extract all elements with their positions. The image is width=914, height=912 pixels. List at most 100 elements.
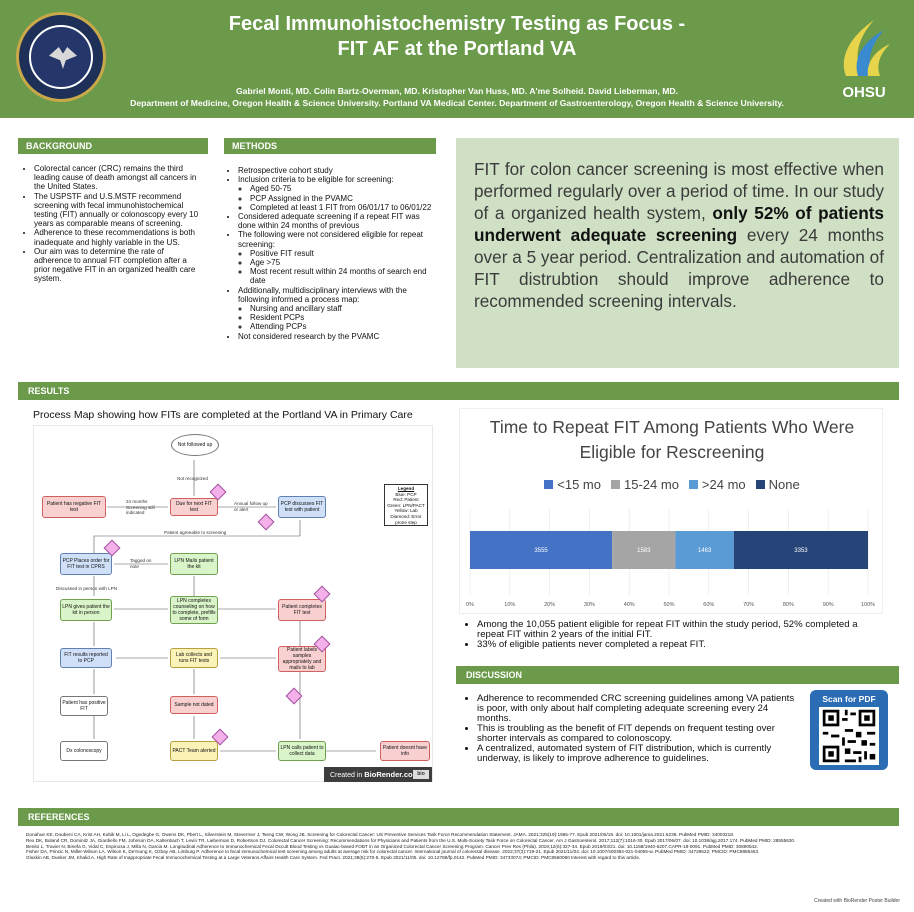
node-lab-collects: Lab collects and runs FIT tests xyxy=(170,648,218,668)
background-heading: BACKGROUND xyxy=(18,138,208,154)
poster-title: Fecal Immunohistochemistry Testing as Fo… xyxy=(110,12,804,62)
methods-item: Not considered research by the PVAMC xyxy=(238,332,434,341)
legend-line: Diamond: Error prone step xyxy=(390,513,422,525)
legend-title: Legend xyxy=(397,486,415,491)
methods-item: Considered adequate screening if a repea… xyxy=(238,212,434,230)
methods-section: Retrospective cohort study Inclusion cri… xyxy=(226,166,434,341)
discussion-section: Adherence to recommended CRC screening g… xyxy=(463,694,803,764)
authors-block: Gabriel Monti, MD. Colin Bartz-Overman, … xyxy=(100,85,814,109)
node-results-reported: FIT results reported to PCP xyxy=(60,648,112,668)
node-lpn-gives: LPN gives patient the kit in person xyxy=(60,599,112,621)
va-seal-logo xyxy=(16,12,106,102)
label-tagged: Tagged on note xyxy=(130,558,152,569)
process-map-connectors xyxy=(93,460,376,752)
chart-bar-segment xyxy=(612,531,676,569)
biorender-credit[interactable]: Created in BioRender.com bio xyxy=(324,767,432,782)
node-lpn-mails: LPN Mails patient the kit xyxy=(170,553,218,575)
legend-swatch xyxy=(544,480,554,489)
methods-item: Additionally, multidisciplinary intervie… xyxy=(238,286,434,332)
discussion-heading: DISCUSSION xyxy=(456,666,899,684)
chart-bar-segment xyxy=(733,531,868,569)
background-item: Colorectal cancer (CRC) remains the thir… xyxy=(34,164,200,192)
node-pcp-order: PCP Places order for FIT test in CPRS xyxy=(60,553,112,575)
legend-swatch xyxy=(755,480,765,489)
chart-tick-label: 60% xyxy=(703,602,714,608)
reference-item: Benito L, Travier N, Binefa G, Vidal C, … xyxy=(26,843,759,849)
node-patient-completes: Patient completes FIT test xyxy=(278,599,326,621)
title-line-2: FIT AF at the Portland VA xyxy=(337,38,577,60)
label-discussed-in-person: Discussed in person with LPN xyxy=(56,586,118,591)
ohsu-logo-text: OHSU xyxy=(842,84,886,101)
results-bullet: Among the 10,055 patient eligible for re… xyxy=(477,620,883,640)
legend-label: <15 mo xyxy=(557,477,601,492)
methods-item: Inclusion criteria to be eligible for sc… xyxy=(238,175,434,212)
chart-data-label: 1463 xyxy=(698,548,712,554)
process-map: Not followed up Not recognized Patient h… xyxy=(33,425,433,782)
label-agreeable: Patient agreeable to screening xyxy=(164,530,227,535)
legend-swatch xyxy=(688,480,698,489)
node-negative-fit: Patient has negative FIT test xyxy=(42,496,106,518)
methods-item-text: The following were not considered eligib… xyxy=(238,230,423,249)
discussion-item: A centralized, automated system of FIT d… xyxy=(477,744,803,764)
chart-bar-segment xyxy=(675,531,734,569)
chart-tick-label: 50% xyxy=(663,602,674,608)
legend-line: Blue: PCP xyxy=(395,491,417,497)
methods-item: The following were not considered eligib… xyxy=(238,230,434,285)
bio-logo-icon: bio xyxy=(413,770,429,779)
node-lpn-counsel: LPN completes counseling on how to compl… xyxy=(170,596,218,624)
label-annual-followup: Annual follow up or alert xyxy=(234,501,268,512)
biorender-brand: BioRender.com xyxy=(364,770,420,779)
chart-legend-item: 15-24 mo xyxy=(611,477,679,492)
reference-item: Donahue KE, Doubeni CA, Krist AH, Kubik … xyxy=(26,832,735,837)
chart-data-label: 3353 xyxy=(794,548,808,554)
legend-line: Red: Patient xyxy=(393,497,419,503)
chart-tick-label: 100% xyxy=(861,602,875,608)
process-map-legend: Legend Blue: PCP Red: Patient Green: LPN… xyxy=(384,484,428,526)
title-line-1: Fecal Immunohistochemistry Testing as Fo… xyxy=(228,13,686,35)
biorender-credit-prefix: Created in xyxy=(330,772,363,779)
legend-line: Green: LPN/PACT xyxy=(387,502,425,508)
chart-tick-label: 20% xyxy=(544,602,555,608)
node-pact-alerted: PACT Team alerted xyxy=(170,741,218,761)
node-dx-colonoscopy: Dx colonoscopy xyxy=(60,741,108,761)
key-finding-part1: FIT for colon cancer screening is most e… xyxy=(474,159,884,223)
methods-subitem: Resident PCPs xyxy=(250,313,434,322)
reference-item: Gluskin AB, Dueker JM, Khalid A. High Ra… xyxy=(26,855,641,861)
affiliations: Department of Medicine, Oregon Health & … xyxy=(130,98,784,108)
methods-subitem: PCP Assigned in the PVAMC xyxy=(250,194,434,203)
chart-tick-label: 70% xyxy=(743,602,754,608)
background-item: The USPSTF and U.S.MSTF recommend screen… xyxy=(34,192,200,229)
legend-label: 15-24 mo xyxy=(624,477,679,492)
methods-subitem: Attending PCPs xyxy=(250,322,434,331)
reference-item: Rex DK, Boland CR, Dominitz JA, Giardiel… xyxy=(26,837,796,843)
legend-swatch xyxy=(611,480,620,489)
methods-heading: METHODS xyxy=(224,138,436,154)
node-patient-labels: Patient labels samples appropriately and… xyxy=(278,646,326,672)
ohsu-logo: OHSU xyxy=(834,14,894,112)
legend-label: None xyxy=(768,477,800,492)
legend-line: Yellow: Lab xyxy=(394,508,418,514)
label-24-months: 24 months Screening still indicated xyxy=(126,499,155,515)
chart-tick-label: 90% xyxy=(823,602,834,608)
references-list: Donahue KE, Doubeni CA, Krist AH, Kubik … xyxy=(26,832,894,861)
ohsu-flame-icon xyxy=(843,20,890,76)
chart-tick-label: 10% xyxy=(504,602,515,608)
node-not-followed-up: Not followed up xyxy=(171,434,219,456)
pdf-qr-panel[interactable]: Scan for PDF xyxy=(810,690,888,770)
chart-tick-label: 80% xyxy=(783,602,794,608)
label-not-recognized: Not recognized xyxy=(177,476,208,481)
qr-label: Scan for PDF xyxy=(822,694,876,704)
eagle-icon xyxy=(49,47,77,69)
legend-label: >24 mo xyxy=(701,477,746,492)
node-positive-fit: Patient has positive FIT xyxy=(60,696,108,716)
methods-item-text: Additionally, multidisciplinary intervie… xyxy=(238,285,407,304)
key-finding-text: FIT for colon cancer screening is most e… xyxy=(474,158,884,312)
qr-code-icon[interactable] xyxy=(819,707,879,765)
node-due-next-fit: Due for next FIT test xyxy=(170,498,218,516)
key-finding-bold: only 52% of patients underwent adequate … xyxy=(474,203,884,245)
node-sample-not-dated: Sample not dated xyxy=(170,696,218,714)
results-bullets: Among the 10,055 patient eligible for re… xyxy=(463,620,883,650)
methods-item-text: Inclusion criteria to be eligible for sc… xyxy=(238,175,394,185)
reference-item: Fisher DA, Princic N, Miller-Wilson LA, … xyxy=(26,849,760,855)
